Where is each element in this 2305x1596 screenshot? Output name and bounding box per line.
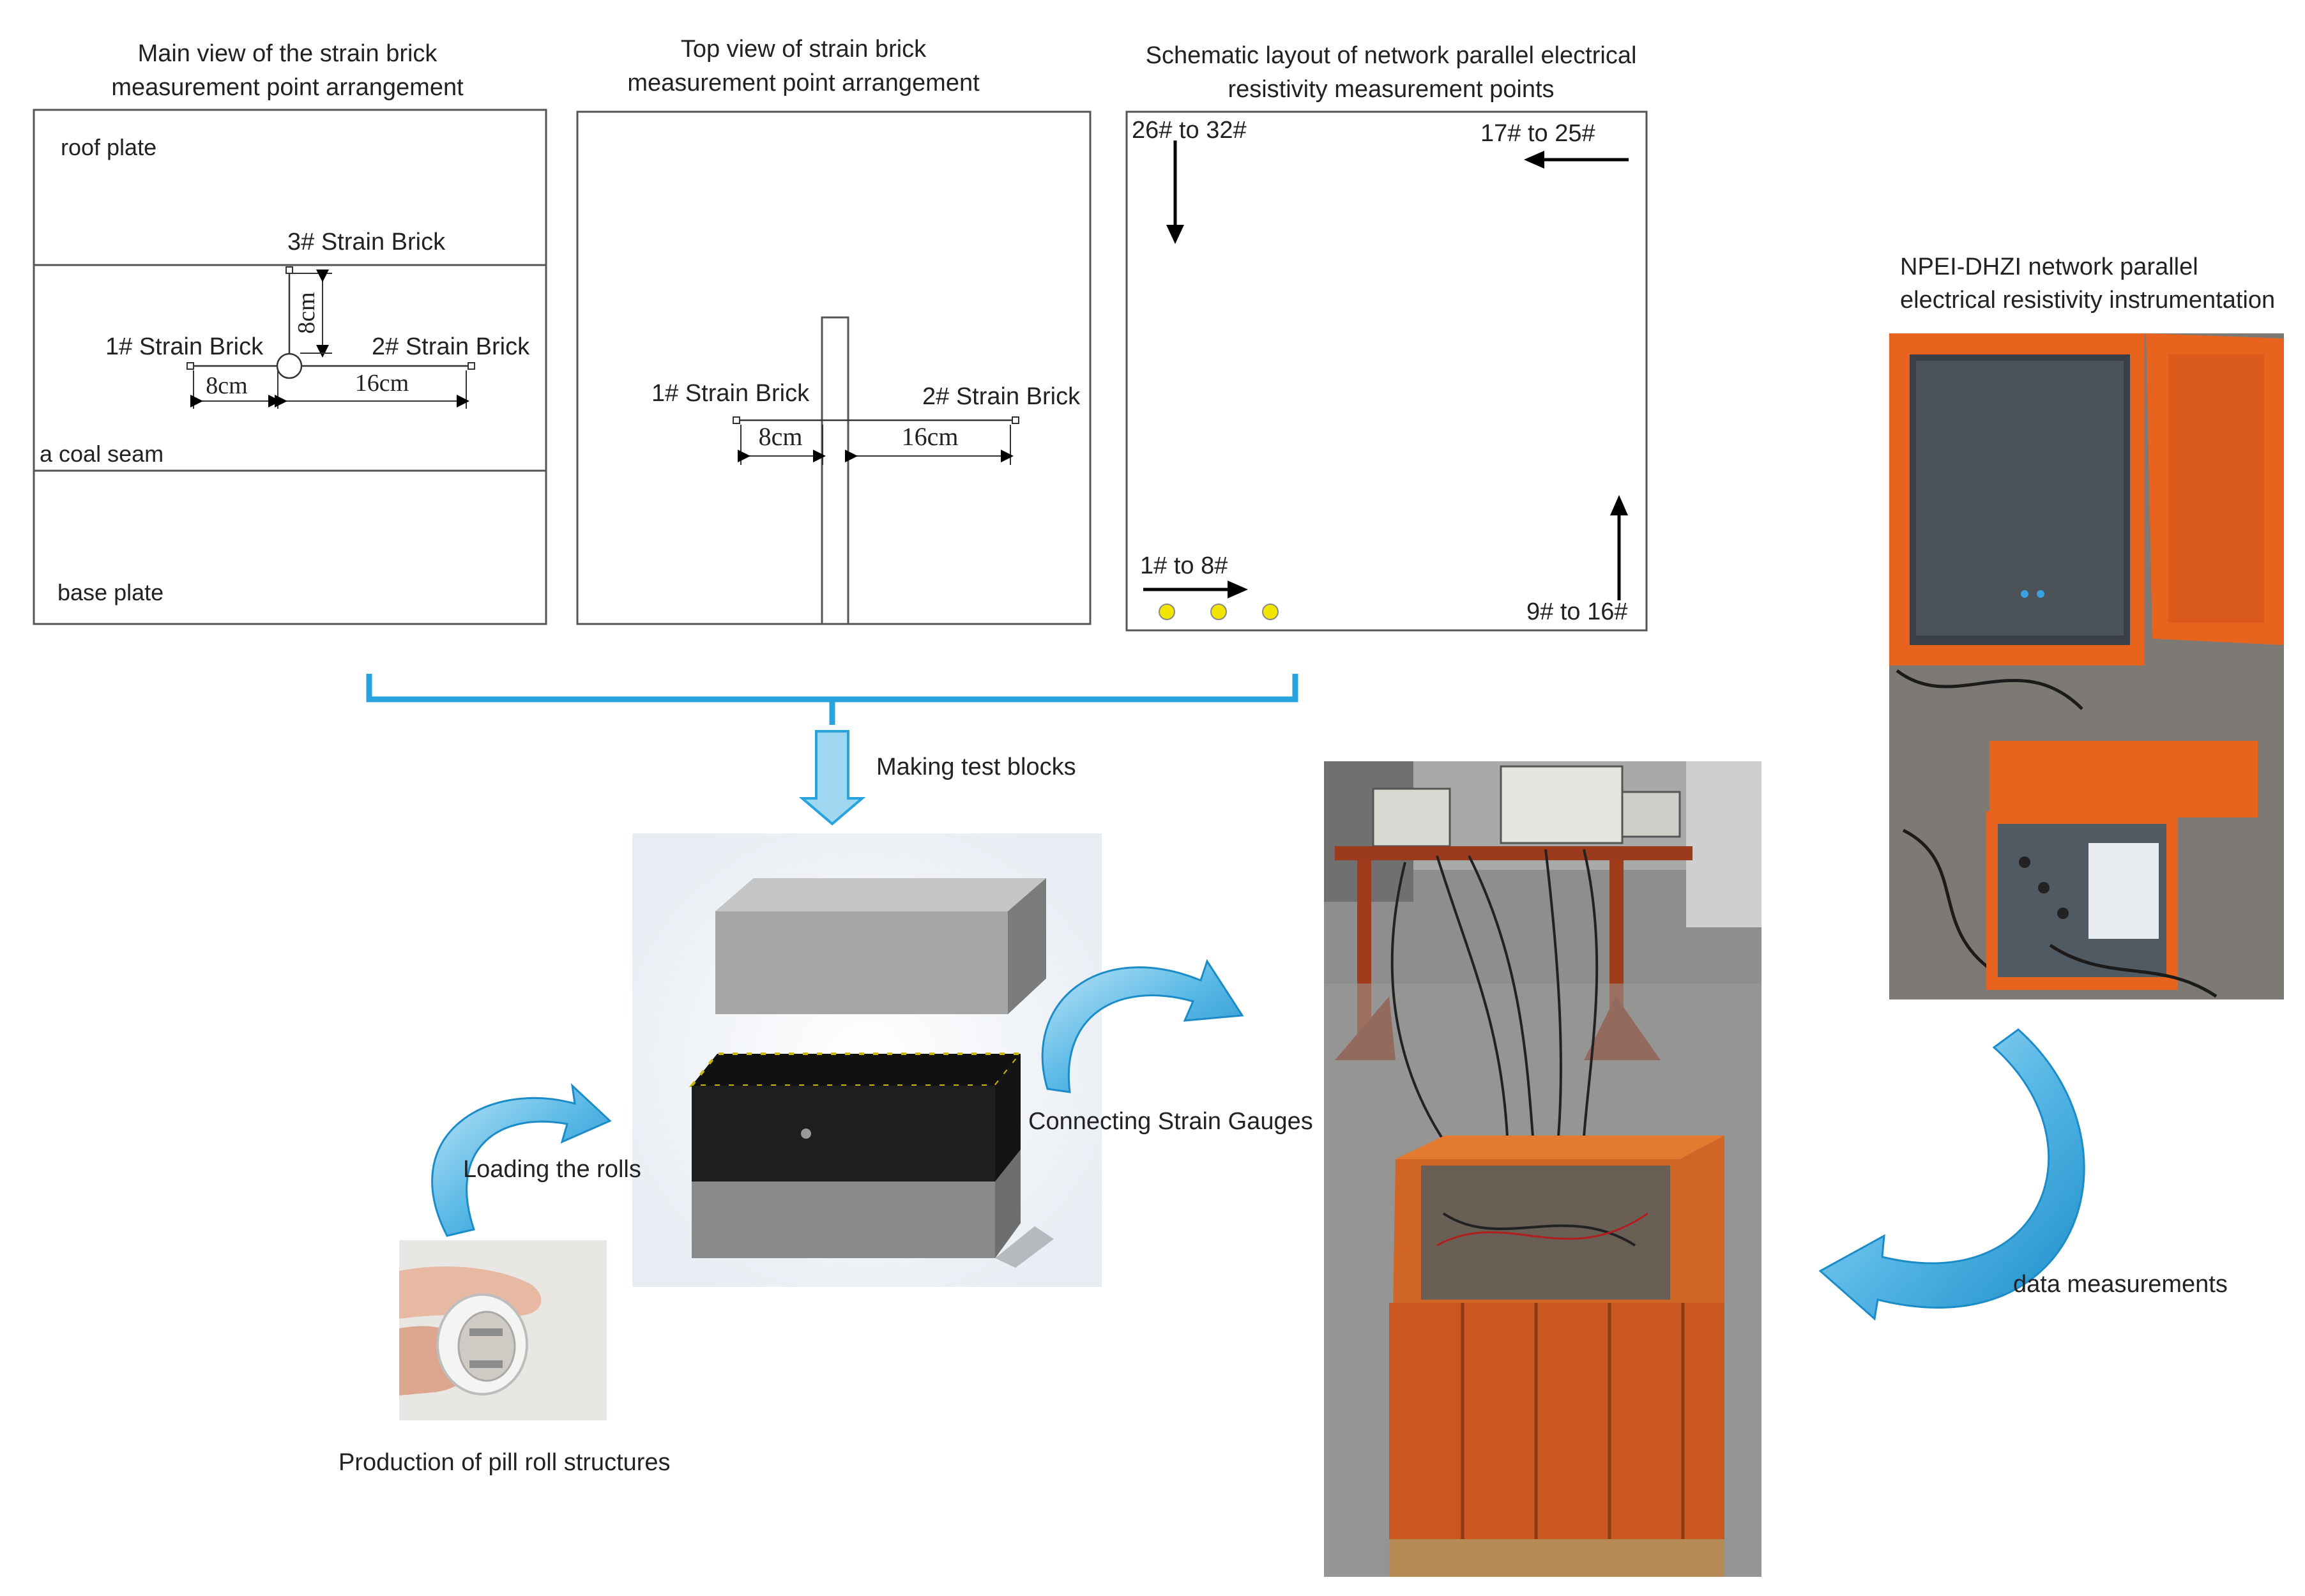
label-17-25: 17# to 25#: [1480, 120, 1595, 147]
schematic-title-line1: Schematic layout of network parallel ele…: [1146, 42, 1637, 69]
production-label: Production of pill roll structures: [339, 1449, 671, 1476]
top-brick1-marker: [733, 416, 740, 424]
main-view-title-line2: measurement point arrangement: [111, 74, 464, 101]
label-9-16: 9# to 16#: [1526, 598, 1627, 625]
label-1-8: 1# to 8#: [1140, 552, 1228, 579]
brick2-label: 2# Strain Brick: [372, 333, 530, 360]
connecting-gauges-label: Connecting Strain Gauges: [1028, 1108, 1313, 1135]
making-blocks-arrow: [798, 730, 866, 826]
top-dim-16cm-label: 16cm: [902, 422, 959, 451]
instrument-label-line1: NPEI-DHZI network parallel: [1900, 254, 2198, 280]
brick3-marker: [285, 266, 293, 274]
loading-rolls-label: Loading the rolls: [463, 1156, 641, 1183]
schematic-title-line2: resistivity measurement points: [1228, 76, 1554, 103]
pill-roll-photo: [399, 1240, 607, 1420]
curved-arrow-data: [1818, 1028, 2085, 1321]
instrument-photo: [1889, 333, 2284, 999]
top-view-title-line1: Top view of strain brick: [681, 36, 927, 63]
test-block-render: [632, 833, 1102, 1287]
top-view-title-line2: measurement point arrangement: [627, 70, 980, 96]
measurement-point-1: [1159, 604, 1175, 620]
dim-16cm-label: 16cm: [355, 370, 409, 397]
vertical-bar: [821, 316, 849, 625]
center-node: [276, 353, 303, 379]
brick1-marker: [186, 362, 194, 370]
dim-8cm-label: 8cm: [206, 372, 247, 399]
curved-arrow-connecting: [1041, 959, 1244, 1093]
roof-plate-label: roof plate: [61, 134, 156, 160]
bracket-connector: [366, 674, 1298, 725]
making-test-blocks-label: Making test blocks: [876, 754, 1076, 780]
main-view-panel: Main view of the strain brick measuremen…: [33, 40, 547, 625]
top-brick2-marker: [1012, 416, 1019, 424]
test-rig-photo: [1324, 761, 1761, 1577]
top-brick1-label: 1# Strain Brick: [651, 380, 810, 407]
top-dim-8cm-label: 8cm: [759, 422, 803, 451]
curved-arrow-loading: [431, 1083, 612, 1237]
arrow-right: [1143, 581, 1248, 598]
brick1-label: 1# Strain Brick: [105, 333, 264, 360]
top-brick2-label: 2# Strain Brick: [922, 383, 1081, 410]
top-view-panel: Top view of strain brick measurement poi…: [576, 36, 1092, 625]
brick2-marker: [468, 362, 475, 370]
measurement-point-3: [1262, 604, 1279, 620]
data-measurements-label: data measurements: [2013, 1271, 2228, 1298]
arrow-left: [1524, 151, 1629, 169]
measurement-point-2: [1210, 604, 1227, 620]
base-plate-label: base plate: [57, 579, 164, 605]
schematic-panel: Schematic layout of network parallel ele…: [1125, 42, 1648, 632]
coal-seam-label: a coal seam: [40, 441, 164, 467]
arrow-down: [1166, 141, 1184, 244]
schematic-frame: [1125, 110, 1648, 632]
main-view-title-line1: Main view of the strain brick: [138, 40, 438, 67]
dim-vertical-8cm-label: 8cm: [293, 292, 320, 333]
instrument-label-line2: electrical resistivity instrumentation: [1900, 287, 2275, 314]
arrow-up: [1610, 495, 1628, 600]
label-26-32: 26# to 32#: [1132, 117, 1247, 144]
brick3-label: 3# Strain Brick: [287, 229, 446, 255]
